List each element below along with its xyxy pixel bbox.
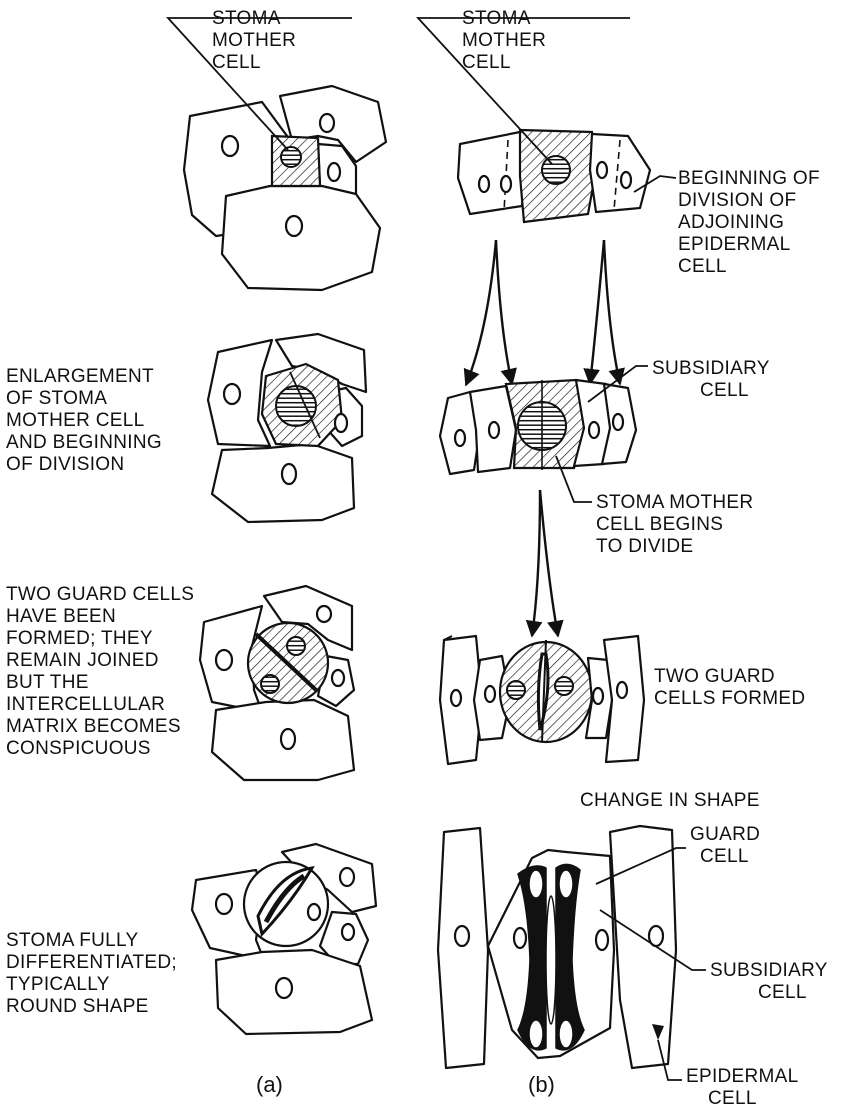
- label-stoma-fully: STOMA FULLY DIFFERENTIATED; TYPICALLY RO…: [6, 930, 183, 1017]
- label-two-guard-cells-a: TWO GUARD CELLS HAVE BEEN FORMED; THEY R…: [6, 584, 200, 759]
- label-change-in-shape: CHANGE IN SHAPE: [580, 790, 760, 811]
- stage1-b-cells: [458, 130, 650, 222]
- label-epidermal-cell: EPIDERMAL CELL: [686, 1066, 803, 1109]
- label-mother-cell-divides: STOMA MOTHER CELL BEGINS TO DIVIDE: [596, 492, 759, 557]
- stage3-a-cells: [200, 586, 354, 780]
- stage4-b-cells: [438, 826, 676, 1068]
- caption-a: (a): [256, 1072, 283, 1097]
- label-two-guard-cells-b: TWO GUARD CELLS FORMED: [654, 666, 805, 709]
- arrow-b-1-left-a: [466, 240, 496, 385]
- stage3-b-cells: [440, 636, 644, 764]
- arrow-b-1-right-b: [604, 240, 620, 384]
- caption-b: (b): [528, 1072, 555, 1097]
- arrow-b-2-b: [540, 490, 558, 636]
- label-guard-cell: GUARD CELL: [690, 824, 766, 867]
- stage1-a-cells: [184, 86, 386, 290]
- label-beginning-division: BEGINNING OF DIVISION OF ADJOINING EPIDE…: [678, 168, 825, 277]
- arrow-b-1-left-b: [496, 240, 512, 384]
- label-subsidiary-cell-top: SUBSIDIARY CELL: [652, 358, 775, 401]
- stage4-a-cells: [192, 844, 376, 1034]
- arrow-b-1-right-a: [590, 240, 604, 384]
- stage2-a-cells: [208, 334, 366, 522]
- stage2-b-cells: [440, 380, 636, 474]
- label-enlargement: ENLARGEMENT OF STOMA MOTHER CELL AND BEG…: [6, 366, 168, 475]
- arrow-b-2-a: [532, 490, 540, 636]
- label-subsidiary-cell-bottom: SUBSIDIARY CELL: [710, 960, 833, 1003]
